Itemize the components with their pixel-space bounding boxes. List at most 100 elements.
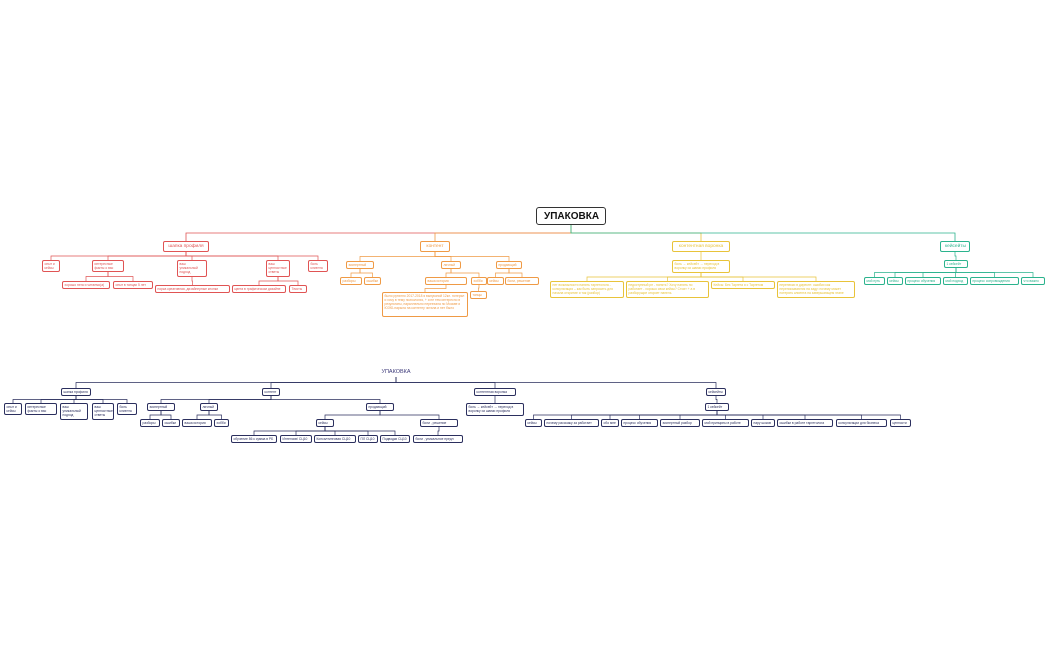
b-keisy-0[interactable]: обучение 86 к сумма в РБ xyxy=(231,435,277,443)
b-branch-0[interactable]: шапка профиля xyxy=(61,388,91,396)
connector-line xyxy=(208,411,222,419)
root-node[interactable]: УПАКОВКА xyxy=(536,207,606,225)
b-kontent-1-0[interactable]: ваша история xyxy=(182,419,212,427)
b-keis-0-1[interactable]: почему расскажу за работает xyxy=(544,419,599,427)
connector-line xyxy=(716,411,901,419)
b-keis-0-3[interactable]: процесс обучения xyxy=(621,419,658,427)
b-kontent-2[interactable]: продающий xyxy=(366,403,394,411)
top-keis-0-4[interactable]: процесс сопровождения xyxy=(970,277,1019,285)
top-keis-0[interactable]: 1 кейсейт xyxy=(944,260,968,268)
connector-line xyxy=(700,273,817,281)
top-keis-0-5[interactable]: что важно xyxy=(1021,277,1045,285)
b-keis-0-5[interactable]: мой принципы в работе xyxy=(702,419,749,427)
connector-line xyxy=(350,269,361,277)
top-shapka-1-0[interactable]: хорошо пэта и читаемо(а) xyxy=(62,281,110,289)
top-shapka-3-0[interactable]: цвета в графическом дизайне xyxy=(232,285,286,293)
branch-3[interactable]: кейсейты xyxy=(940,241,970,252)
top-shapka-3-1[interactable]: Тексты xyxy=(289,285,307,293)
b-kontent-0-0[interactable]: разборы xyxy=(140,419,160,427)
top-shapka-1[interactable]: интересные факты о вас xyxy=(92,260,124,272)
connector-line xyxy=(75,396,128,403)
b-shapka-3[interactable]: ваш ценностные ответы xyxy=(92,403,114,420)
top-voronka-0[interactable]: боль → кейсейт → переход в воронку из ша… xyxy=(672,260,730,273)
top-kontent-0-1[interactable]: ошибки xyxy=(364,277,381,285)
top-kontent-1[interactable]: личный xyxy=(441,261,461,269)
b-shapka-1[interactable]: интересные факты о вас xyxy=(25,403,57,415)
connector-line xyxy=(359,269,373,277)
top-shapka-0[interactable]: опыт и кейсы xyxy=(42,260,60,272)
b-keis-0-2[interactable]: обо мне xyxy=(601,419,619,427)
top-kontent-2[interactable]: продающий xyxy=(496,261,522,269)
b-branch-2[interactable]: контентная воронка xyxy=(474,388,516,396)
top-keis-0-1[interactable]: кейсы xyxy=(887,277,903,285)
top-kontent-2-0[interactable]: кейсы xyxy=(487,277,504,285)
b-keisy-1[interactable]: Интенсив/ СЦ10 xyxy=(280,435,312,443)
connector-line xyxy=(258,277,279,285)
top-shapka-2[interactable]: ваш уникальный подход xyxy=(177,260,207,277)
connector-line xyxy=(270,396,381,403)
connector-line xyxy=(434,225,572,241)
b-keisy-2[interactable]: Консалтинговая СЦ10 xyxy=(314,435,356,443)
b-kontent-0[interactable]: экспертный xyxy=(147,403,175,411)
top-voronka-0-3[interactable]: перепески в директе: ошибки как переписы… xyxy=(777,281,855,298)
top-kontent-1-0[interactable]: ваша история xyxy=(425,277,467,285)
top-keis-0-3[interactable]: мой подход xyxy=(943,277,968,285)
connector-line xyxy=(324,411,381,419)
top-kontent-0-0[interactable]: разборы xyxy=(340,277,362,285)
top-voronka-0-0[interactable]: нет возможности нанять таргетолога - кон… xyxy=(550,281,624,298)
b-voronka-0[interactable]: боль → кейсейт → переход в воронку из ша… xyxy=(466,403,524,416)
b-keis-0-9[interactable]: ценности xyxy=(890,419,911,427)
top-kontent-1-1-0[interactable]: танцы xyxy=(470,291,487,299)
connector-line xyxy=(107,272,134,281)
top-shapka-4[interactable]: боль клиента xyxy=(308,260,328,272)
branch-2[interactable]: контентная воронка xyxy=(672,241,730,252)
connector-line xyxy=(40,396,77,403)
branch-1[interactable]: контент xyxy=(420,241,450,252)
connector-line xyxy=(434,252,510,261)
b-boli-0[interactable]: боли , уникальное предл xyxy=(413,435,463,443)
top-shapka-2-0[interactable]: норка креативная, дизайнерные кнопки xyxy=(155,285,230,293)
top-kontent-1-1[interactable]: хобби xyxy=(471,277,487,285)
top-shapka-3[interactable]: ваш ценностные ответы xyxy=(266,260,290,277)
top-voronka-0-2[interactable]: Кейсы: Без Таргета я с Таргетом xyxy=(711,281,775,289)
b-shapka-0[interactable]: опыт и кейсы xyxy=(4,403,22,415)
b-kontent-1-1[interactable]: хобби xyxy=(214,419,229,427)
b-keis-0[interactable]: 1 кейсейт xyxy=(705,403,729,411)
b-keis-0-4[interactable]: экспертный разбор xyxy=(660,419,700,427)
connector-line xyxy=(667,273,702,281)
top-kontent-2-1[interactable]: боли, решение xyxy=(505,277,539,285)
connector-line xyxy=(445,269,452,277)
b-keis-0-0[interactable]: кейсы xyxy=(525,419,542,427)
b-keisy-3[interactable]: ПЛ СЦ10 xyxy=(358,435,378,443)
connector-line xyxy=(107,252,187,260)
connector-line xyxy=(495,269,510,277)
top-shapka-1-1[interactable]: опыт в танцах 5 лет xyxy=(113,281,153,289)
root-node-2[interactable]: УПАКОВКА xyxy=(378,368,414,377)
b-keisy-4[interactable]: Подводки СЦ10 xyxy=(380,435,410,443)
connector-line xyxy=(270,377,397,388)
connector-line xyxy=(437,427,440,435)
b-branch-3[interactable]: кейсейты xyxy=(706,388,726,396)
b-keis-0-8[interactable]: консультации для бизнеса xyxy=(836,419,887,427)
connector-line xyxy=(191,277,193,285)
connector-line xyxy=(715,396,718,403)
top-keis-0-0[interactable]: мой путь xyxy=(864,277,885,285)
b-keis-0-6[interactable]: пару шоков xyxy=(751,419,775,427)
b-kontent-1[interactable]: личный xyxy=(200,403,218,411)
connector-line xyxy=(277,277,299,285)
top-kontent-0[interactable]: экспертный xyxy=(346,261,374,269)
b-kontent-2-1[interactable]: боли , решение xyxy=(420,419,458,427)
top-keis-0-2[interactable]: процесс обучения xyxy=(905,277,941,285)
top-kontent-1-0-0[interactable]: было рутинно 2017-2018 я выпускной 12кл.… xyxy=(382,292,468,317)
b-kontent-2-0[interactable]: кейсы xyxy=(316,419,334,427)
b-shapka-4[interactable]: боль клиента xyxy=(117,403,137,415)
b-keis-0-7[interactable]: ошибки в работе таргетолога xyxy=(777,419,833,427)
b-shapka-2[interactable]: ваш уникальный подход xyxy=(60,403,88,420)
branch-0[interactable]: шапка профиля xyxy=(163,241,209,252)
b-kontent-0-1[interactable]: ошибки xyxy=(162,419,180,427)
b-branch-1[interactable]: контент xyxy=(262,388,280,396)
top-voronka-0-1[interactable]: недоступный рн - понять? Хочу нанять но … xyxy=(626,281,709,298)
connector-line xyxy=(359,252,436,261)
